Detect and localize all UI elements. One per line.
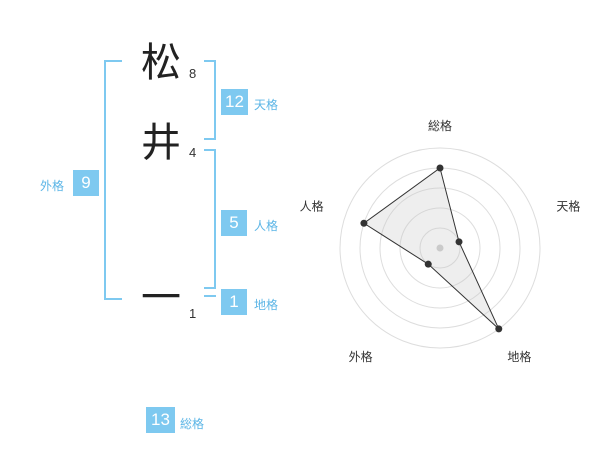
radar-point-5 xyxy=(360,219,368,227)
radar-axis-label-1: 総格 xyxy=(428,118,452,133)
tenkaku-bracket xyxy=(204,60,216,140)
tenkaku-label: 天格 xyxy=(254,98,279,112)
soukaku-label: 総格 xyxy=(180,417,205,431)
kanji-char-1: 松 xyxy=(141,40,181,86)
jinkaku-label: 人格 xyxy=(254,219,279,233)
radar-grid-ring xyxy=(379,187,501,309)
stroke-count-3: 1 xyxy=(189,306,197,321)
radar-point-4 xyxy=(424,260,432,268)
radar-point-3 xyxy=(495,325,503,333)
radar-grid-ring xyxy=(419,227,461,269)
radar-grid-ring xyxy=(399,207,481,289)
gaikaku-value: 9 xyxy=(73,170,99,196)
radar-point-1 xyxy=(436,164,444,172)
gaikaku-bracket xyxy=(104,60,122,300)
radar-axis-label-2: 天格 xyxy=(556,198,580,213)
radar-grid-ring xyxy=(339,147,541,349)
kanji-char-3: 一 xyxy=(141,275,181,321)
radar-axis-label-5: 人格 xyxy=(300,198,324,213)
radar-data-polygon xyxy=(363,167,500,330)
soukaku-value: 13 xyxy=(146,407,175,433)
kanji-char-2: 井 xyxy=(141,120,181,166)
radar-point-2 xyxy=(455,238,463,246)
radar-center-dot xyxy=(436,244,444,252)
chikaku-label: 地格 xyxy=(254,298,279,312)
stroke-count-2: 4 xyxy=(189,145,197,160)
chikaku-value: 1 xyxy=(221,289,247,315)
jinkaku-value: 5 xyxy=(221,210,247,236)
tenkaku-value: 12 xyxy=(221,89,248,115)
gaikaku-label: 外格 xyxy=(40,179,65,193)
chikaku-bracket xyxy=(204,295,216,297)
radar-axis-label-4: 外格 xyxy=(349,349,373,364)
radar-axis-label-3: 地格 xyxy=(507,349,531,364)
stroke-count-1: 8 xyxy=(189,66,197,81)
jinkaku-bracket xyxy=(204,149,216,289)
